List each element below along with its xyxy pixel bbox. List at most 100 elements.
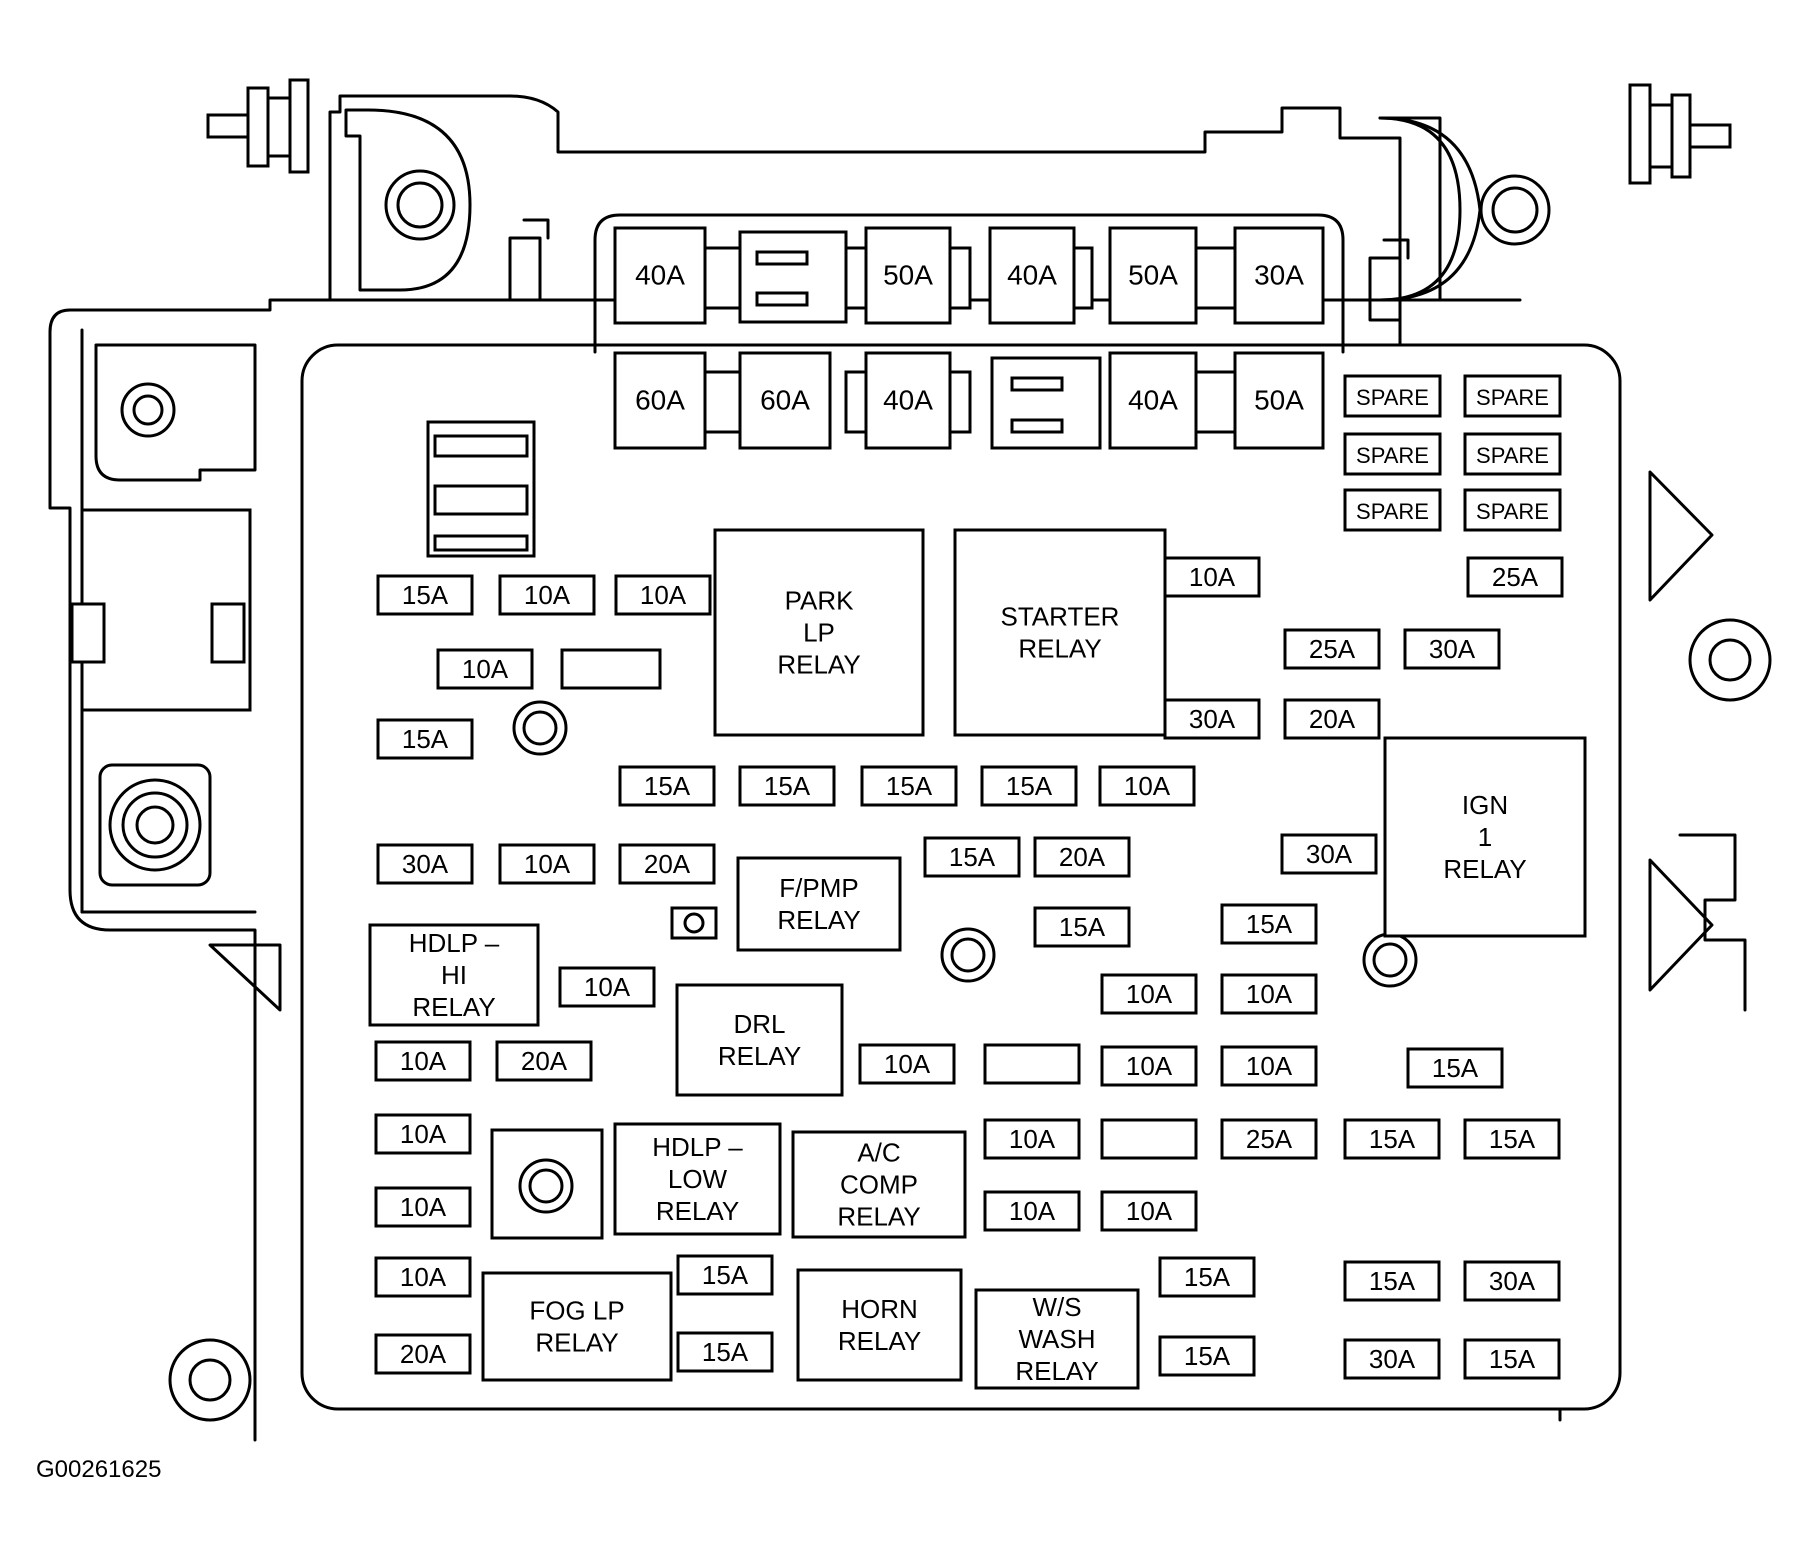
fuse-slot: [498, 843, 596, 885]
fuse-slot: [1108, 351, 1198, 450]
relay-outline: [675, 983, 844, 1097]
fuse-slot: [1343, 488, 1442, 532]
fuse-f-4: 10A: [436, 648, 534, 690]
fuse-slot: [983, 1190, 1081, 1232]
fuse-rating-label: 10A: [524, 849, 571, 879]
fuse-f-21: 15A: [923, 836, 1021, 878]
fuse-f-16: 15A: [980, 765, 1078, 807]
fuse-rating-label: 20A: [644, 849, 691, 879]
slotted-relay: [426, 420, 536, 558]
relay-outline: [791, 1130, 967, 1239]
fuse-rating-label: 10A: [400, 1192, 447, 1222]
relay-label-line: RELAY: [1018, 634, 1101, 664]
fuse-f-24: 15A: [1033, 906, 1131, 948]
relay-label-line: A/C: [857, 1138, 900, 1168]
fuse-slot: [1100, 1045, 1198, 1087]
fuse-f-22: 20A: [1033, 836, 1131, 878]
fuse-f-10: 30A: [1403, 628, 1501, 670]
relay-label-line: RELAY: [656, 1196, 739, 1226]
fuse-slot: [1343, 432, 1442, 476]
fuse-f-34: 10A: [1220, 1045, 1318, 1087]
fuse-slot: [1463, 432, 1562, 476]
relay-label-line: COMP: [840, 1170, 918, 1200]
fuse-rating-label: 10A: [1126, 1196, 1173, 1226]
fuse-sp-5: SPARE: [1343, 488, 1442, 532]
fuse-f-52: 15A: [1158, 1335, 1256, 1377]
fuse-f-35: 15A: [1406, 1047, 1504, 1089]
fuse-rating-label: 30A: [1429, 634, 1476, 664]
left-side-bracket: [70, 343, 282, 1422]
fuse-slot: [1463, 488, 1562, 532]
fuse-rating-label: 15A: [949, 842, 996, 872]
fuse-rating-label: SPARE: [1356, 443, 1429, 468]
fuse-f-48: 15A: [1343, 1260, 1441, 1302]
fuse-slot: [1220, 903, 1318, 945]
fuse-f-20: 20A: [618, 843, 716, 885]
fuse-sp-4: SPARE: [1463, 432, 1562, 476]
fuse-rating-label: 15A: [644, 771, 691, 801]
fuse-f-25: 15A: [1220, 903, 1318, 945]
relay-label-line: 1: [1478, 822, 1492, 852]
relay-label-line: W/S: [1032, 1292, 1081, 1322]
fuse-mf-6: 60A: [613, 351, 707, 450]
fuse-rating-label: 30A: [1369, 1344, 1416, 1374]
fuse-rating-label: 15A: [1489, 1124, 1536, 1154]
fuse-slot: [983, 1118, 1081, 1160]
fuse-rating-label: 10A: [1126, 979, 1173, 1009]
maxi-fuse-blank-holders: [703, 230, 1237, 450]
fuse-slot: [1220, 973, 1318, 1015]
fuse-slot: [374, 1333, 472, 1375]
fuse-rating-label: 50A: [1128, 260, 1178, 291]
fuse-slot: [1100, 1118, 1198, 1160]
fuse-slot: [374, 1040, 472, 1082]
fuse-slot: [436, 648, 534, 690]
fuse-rating-label: 30A: [1189, 704, 1236, 734]
fuse-mf-10: 50A: [1233, 351, 1325, 450]
fuse-slot: [374, 1256, 472, 1298]
fuse-rating-label: 50A: [883, 260, 933, 291]
fuse-rating-label: 15A: [1006, 771, 1053, 801]
fuse-rating-label: 20A: [400, 1339, 447, 1369]
relay-label-line: RELAY: [837, 1202, 920, 1232]
fuse-mf-7: 60A: [738, 351, 832, 450]
fuse-slot: [1100, 973, 1198, 1015]
fuse-slot: [1343, 1260, 1441, 1302]
relay-label-line: HORN: [841, 1294, 918, 1324]
fuse-mf-3: 40A: [988, 226, 1076, 325]
fuse-f-27: 10A: [1100, 973, 1198, 1015]
fuse-f-6: 15A: [376, 718, 474, 760]
relay-label-line: STARTER: [1001, 602, 1120, 632]
fuse-rating-label: 15A: [1246, 909, 1293, 939]
fuse-rating-label: 10A: [400, 1046, 447, 1076]
fuse-slot: [376, 718, 474, 760]
fuse-slot: [980, 765, 1078, 807]
relay-label-line: IGN: [1462, 790, 1508, 820]
fuse-slot: [1033, 836, 1131, 878]
fuse-slot: [498, 574, 596, 616]
fuse-slot: [613, 226, 707, 325]
fuse-rating-label: 40A: [635, 260, 685, 291]
fuse-slot: [864, 351, 952, 450]
fuse-slot: [376, 843, 474, 885]
relay-outline: [1383, 736, 1587, 938]
fuse-f-32: [983, 1043, 1081, 1085]
board-mounting-holes: [490, 700, 1418, 1240]
fuse-f-17: 10A: [1098, 765, 1196, 807]
fuse-rating-label: SPARE: [1476, 385, 1549, 410]
fuse-f-44: 10A: [1100, 1190, 1198, 1232]
fuse-rating-label: SPARE: [1356, 499, 1429, 524]
fuse-slot: [374, 1186, 472, 1228]
fuse-f-26: 10A: [558, 966, 656, 1008]
fuse-rating-label: 20A: [521, 1046, 568, 1076]
fuse-slot: [614, 574, 712, 616]
fuse-slot: [860, 765, 958, 807]
fuse-rating-label: 15A: [886, 771, 933, 801]
fuse-rating-label: 10A: [1009, 1124, 1056, 1154]
relay-outline: [368, 923, 540, 1027]
